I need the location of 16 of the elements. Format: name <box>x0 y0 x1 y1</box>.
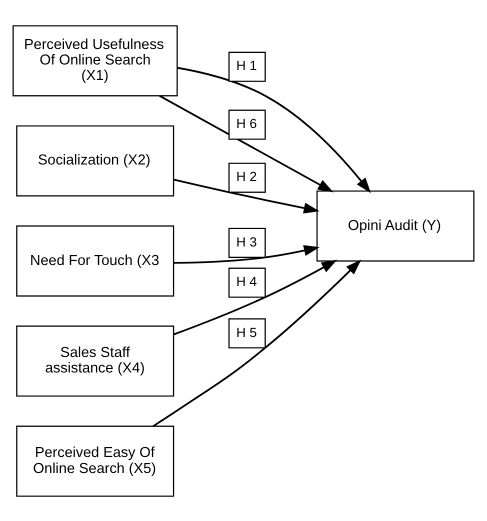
edge-label: H 3 <box>236 234 257 249</box>
arrow <box>152 259 362 426</box>
edge-label: H 2 <box>236 168 257 184</box>
edge-label: H 6 <box>236 116 257 131</box>
node-box: Perceived Usefulness Of Online Search (X1) <box>12 24 178 96</box>
edge-label: H 5 <box>236 324 257 340</box>
node-box: Perceived Easy Of Online Search (X5) <box>16 425 174 496</box>
edge-label: H 4 <box>236 274 257 289</box>
edge-label: H 1 <box>236 58 257 73</box>
arrow <box>174 244 320 264</box>
arrow <box>174 259 338 335</box>
node-box: Need For Touch (X3 <box>16 224 174 296</box>
node-box: Opini Audit (Y) <box>316 190 474 262</box>
arrow <box>174 178 320 213</box>
node-box: Socialization (X2) <box>16 124 174 196</box>
node-box: Sales Staff assistance (X4) <box>16 325 174 396</box>
